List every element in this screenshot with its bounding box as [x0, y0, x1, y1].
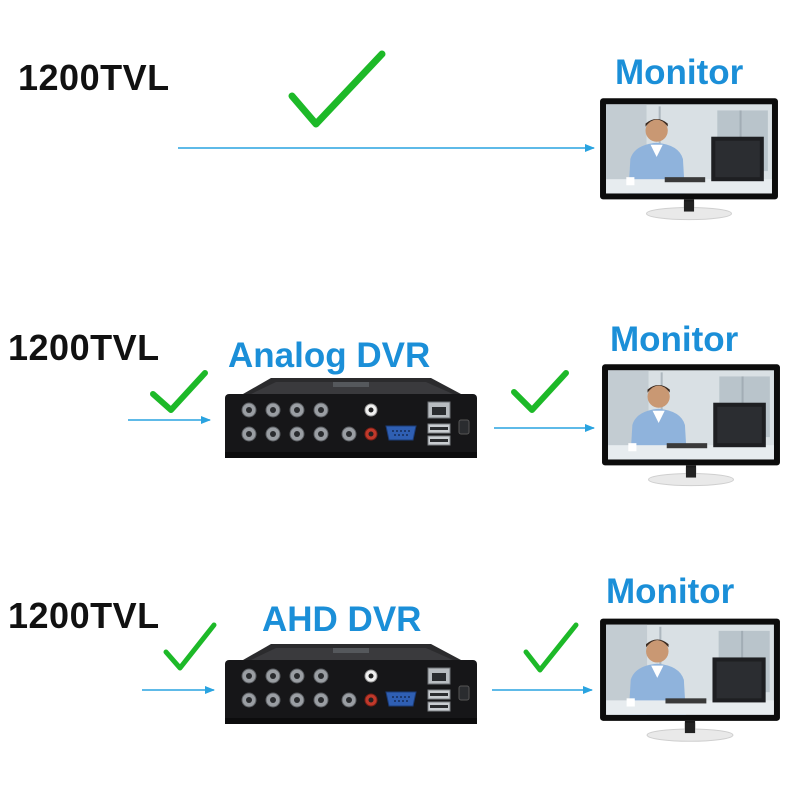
row1-check-icon	[288, 50, 386, 128]
row3-monitor-icon	[599, 618, 781, 742]
row2-monitor-label: Monitor	[610, 320, 739, 359]
row3-dvr-icon	[224, 643, 478, 725]
row2-dvr-icon	[224, 377, 478, 459]
row1-monitor-icon	[599, 97, 779, 221]
row2-check-icon-left	[150, 370, 208, 413]
row3-check-icon-right	[523, 622, 579, 673]
row1-monitor-label: Monitor	[615, 53, 744, 92]
row3-check-icon-left	[163, 622, 217, 671]
row2-source-label: 1200TVL	[8, 327, 160, 368]
row1-source-label: 1200TVL	[18, 57, 170, 98]
row2-monitor-icon	[601, 363, 781, 487]
row3-dvr-label: AHD DVR	[262, 600, 422, 639]
row2-check-icon-right	[511, 370, 569, 413]
row2-dvr-label: Analog DVR	[228, 336, 431, 375]
row3-source-label: 1200TVL	[8, 595, 160, 636]
row3-monitor-label: Monitor	[606, 572, 735, 611]
